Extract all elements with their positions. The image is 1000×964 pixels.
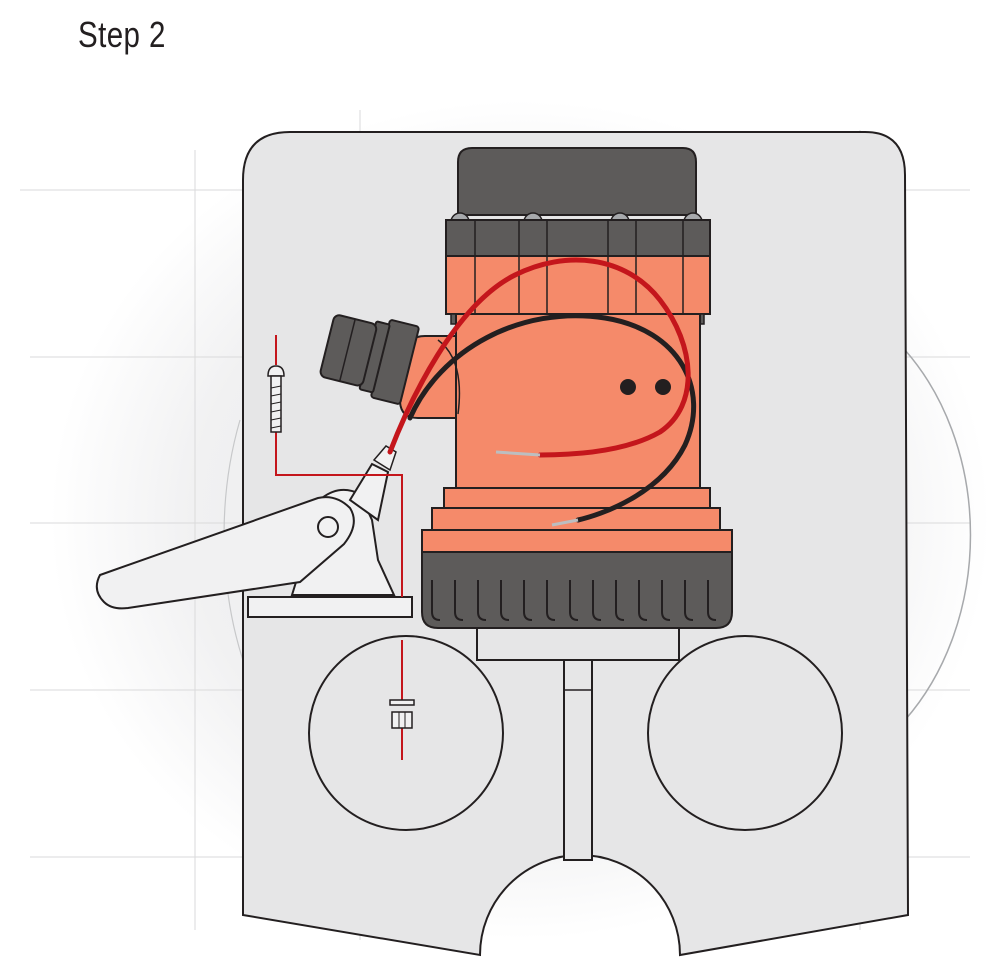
red-wire-tip: [495, 450, 541, 457]
float-switch: [95, 445, 413, 618]
pump-flange: [445, 255, 711, 315]
pump-lower-band-1: [443, 487, 711, 509]
float-switch-arm: [95, 496, 355, 610]
pump-top-cap: [457, 147, 697, 216]
pump-upper-band: [445, 219, 711, 257]
fastener-leader-lines: [275, 335, 403, 760]
step-title: Step 2: [78, 14, 166, 55]
pump-hole: [620, 379, 636, 395]
plate-hole-left: [308, 635, 504, 831]
bilge-pump: [319, 147, 733, 629]
plate-slot: [563, 659, 593, 861]
red-wire: [387, 257, 691, 458]
black-wire: [407, 313, 696, 523]
float-switch-base: [247, 596, 413, 618]
pump-lower-band-3: [421, 529, 733, 553]
mounting-screw-icon: [267, 365, 285, 433]
float-switch-pivot: [317, 516, 339, 538]
plate-hole-right: [647, 635, 843, 831]
pump-body: [455, 313, 701, 489]
outlet-hose-barb: [319, 314, 420, 405]
pump-base-plate: [476, 627, 680, 661]
black-wire-tip: [551, 518, 579, 527]
pump-strainer-base: [421, 551, 733, 629]
mounting-nut-icon: [389, 699, 415, 729]
pump-hole: [655, 379, 671, 395]
